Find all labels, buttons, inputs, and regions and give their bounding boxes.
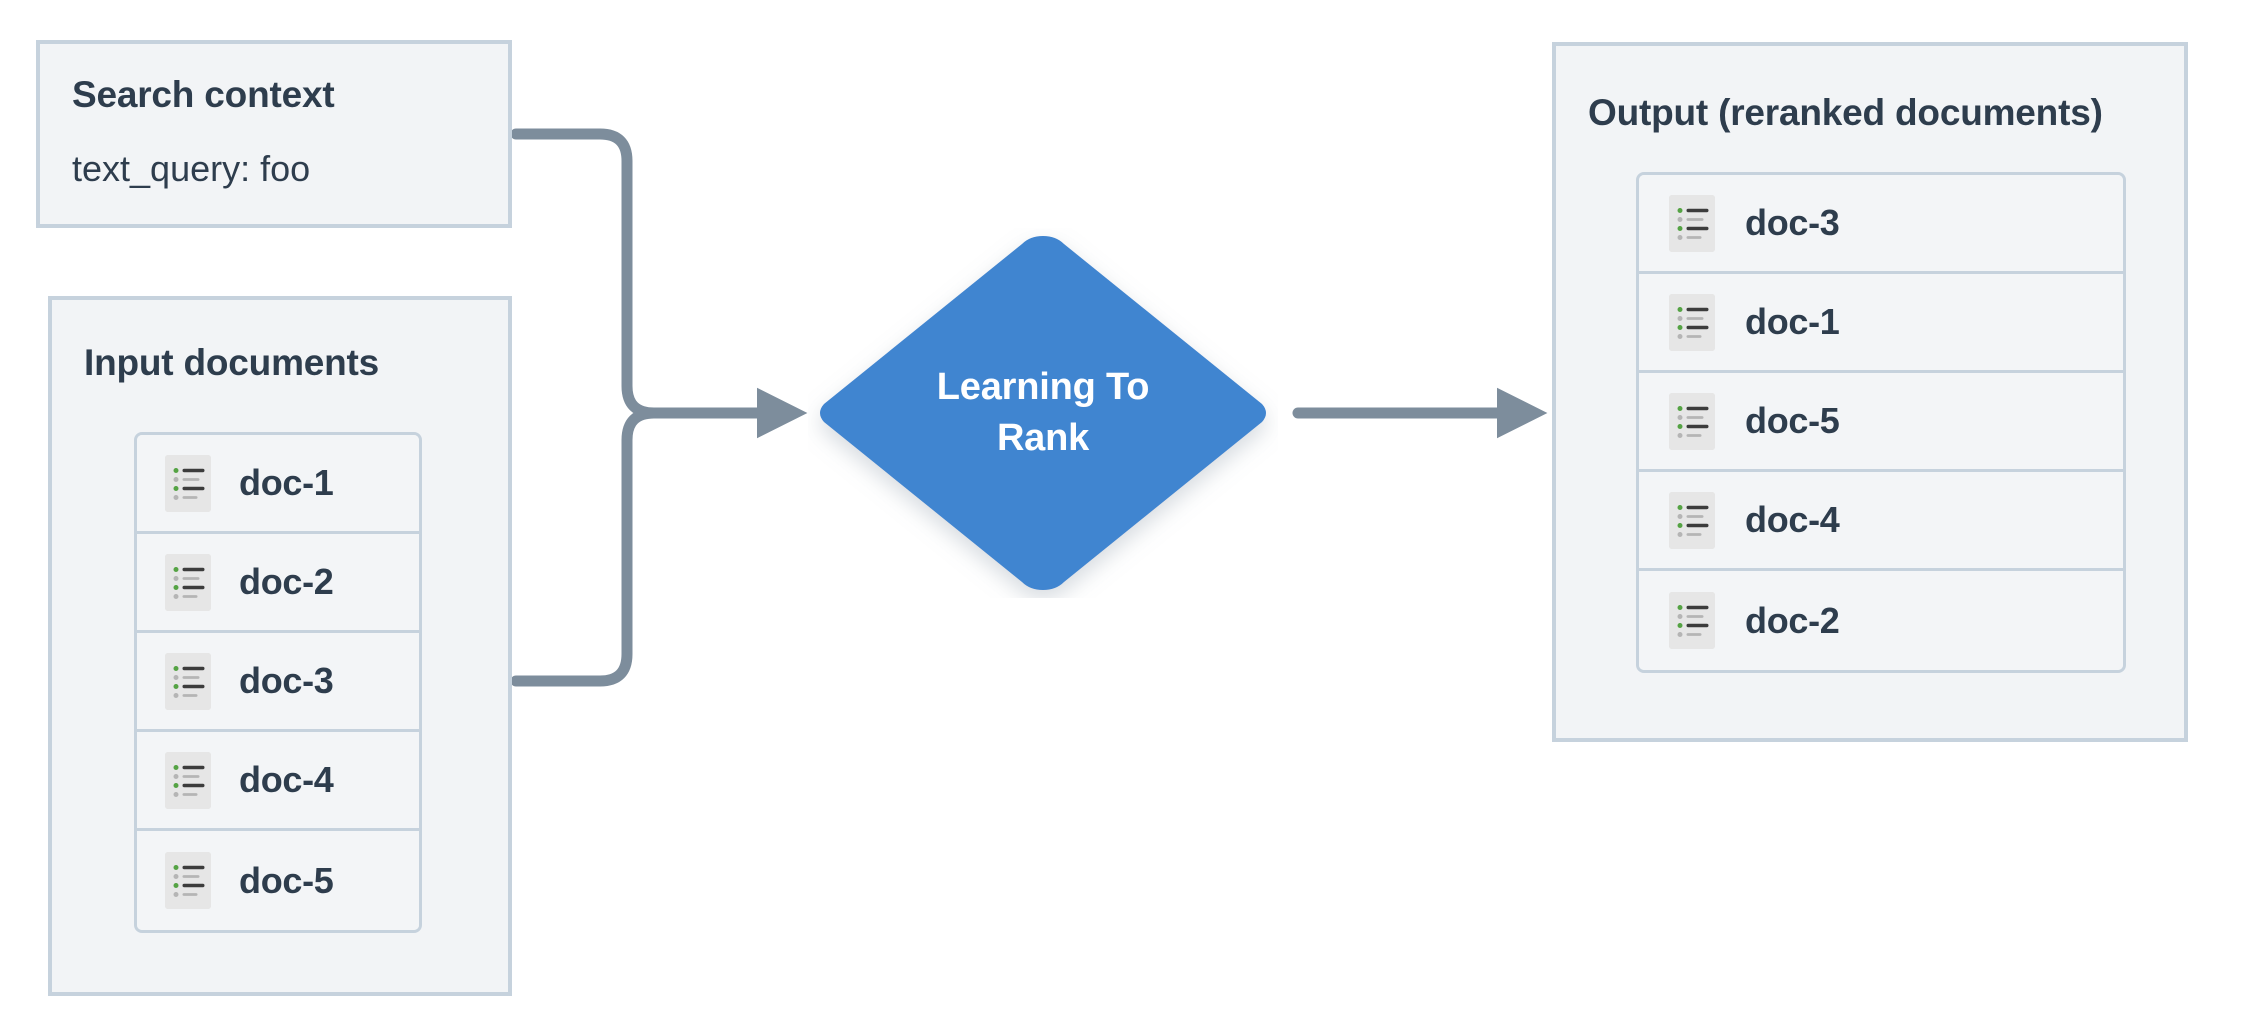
document-label: doc-5 — [1745, 400, 1840, 441]
diamond-shape — [820, 236, 1266, 590]
document-list-icon — [1669, 592, 1715, 649]
search-context-panel: Search context text_query: foo — [36, 40, 512, 228]
document-row[interactable]: doc-2 — [137, 534, 419, 633]
document-list-icon — [1669, 194, 1715, 252]
document-list-icon — [1669, 293, 1715, 351]
document-row[interactable]: doc-5 — [137, 831, 419, 930]
connector-search-context-to-model — [510, 128, 706, 419]
document-label: doc-5 — [239, 859, 334, 901]
document-list-icon — [165, 852, 211, 909]
output-panel-title: Output (reranked documents) — [1588, 92, 2103, 133]
document-row[interactable]: doc-3 — [137, 633, 419, 732]
document-row[interactable]: doc-5 — [1639, 373, 2123, 472]
input-documents-title: Input documents — [84, 342, 380, 383]
document-label: doc-2 — [239, 561, 334, 602]
document-row[interactable]: doc-4 — [1639, 472, 2123, 571]
document-list-icon — [165, 751, 211, 809]
document-label: doc-3 — [239, 660, 334, 701]
learning-to-rank-node[interactable] — [808, 228, 1278, 598]
document-label: doc-1 — [1745, 301, 1840, 342]
document-row[interactable]: doc-3 — [1639, 175, 2123, 274]
document-label: doc-2 — [1745, 599, 1840, 641]
document-list-icon — [165, 553, 211, 611]
document-list-icon — [1669, 491, 1715, 549]
document-row[interactable]: doc-4 — [137, 732, 419, 831]
document-label: doc-1 — [239, 462, 334, 503]
connector-input-documents-to-model — [510, 407, 706, 687]
document-row[interactable]: doc-1 — [137, 435, 419, 534]
document-row[interactable]: doc-2 — [1639, 571, 2123, 670]
document-label: doc-3 — [1745, 202, 1840, 243]
input-documents-list: doc-1 doc-2 doc-3 doc-4 doc-5 — [134, 432, 422, 933]
document-label: doc-4 — [1745, 499, 1840, 540]
document-list-icon — [1669, 392, 1715, 450]
document-row[interactable]: doc-1 — [1639, 274, 2123, 373]
document-list-icon — [165, 652, 211, 710]
document-list-icon — [165, 454, 211, 512]
search-context-title: Search context — [72, 74, 335, 115]
output-documents-list: doc-3 doc-1 doc-5 doc-4 doc-2 — [1636, 172, 2126, 673]
search-context-text-query: text_query: foo — [72, 148, 311, 189]
document-label: doc-4 — [239, 759, 334, 800]
